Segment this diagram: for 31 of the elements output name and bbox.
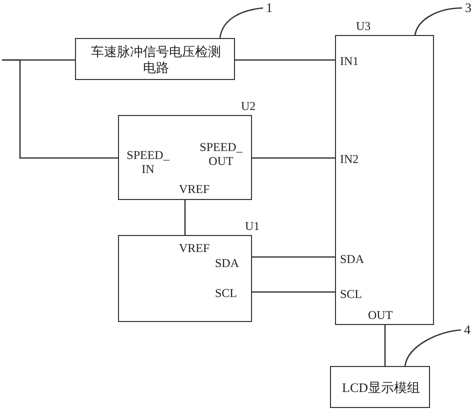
pin-label: IN1 [340, 54, 359, 68]
chip-label: U1 [245, 219, 260, 233]
display-block [330, 366, 430, 408]
pin-label: VREF [179, 241, 210, 255]
pin-label: SCL [340, 287, 362, 301]
chip-label: U2 [241, 99, 256, 113]
wire [384, 325, 386, 366]
pin-label: SDA [215, 256, 240, 270]
pin-label: IN2 [340, 152, 359, 166]
pin-label: SDA [340, 252, 364, 266]
block-label: LCD显示模组 [341, 380, 421, 396]
chip-label: U3 [356, 19, 371, 33]
wire [2, 59, 118, 159]
circuit-block [75, 38, 235, 80]
pin-label: OUT [368, 308, 393, 322]
callout-number: 3 [465, 1, 472, 15]
wire [252, 291, 335, 293]
leader-line [219, 7, 264, 38]
pin-label: SCL [215, 286, 238, 300]
pin-label: SPEED_ OUT [199, 140, 243, 168]
wire [235, 59, 335, 61]
block-label: 车速脉冲信号电压检测电路 [90, 44, 222, 76]
leader-line [414, 7, 462, 36]
wire [252, 157, 335, 159]
pin-label: VREF [179, 182, 210, 196]
pin-label: SPEED_ IN [126, 148, 170, 176]
callout-number: 4 [464, 323, 470, 337]
wire [184, 200, 186, 235]
callout-number: 1 [266, 1, 272, 15]
wire [252, 256, 335, 258]
leader-line [404, 329, 462, 366]
